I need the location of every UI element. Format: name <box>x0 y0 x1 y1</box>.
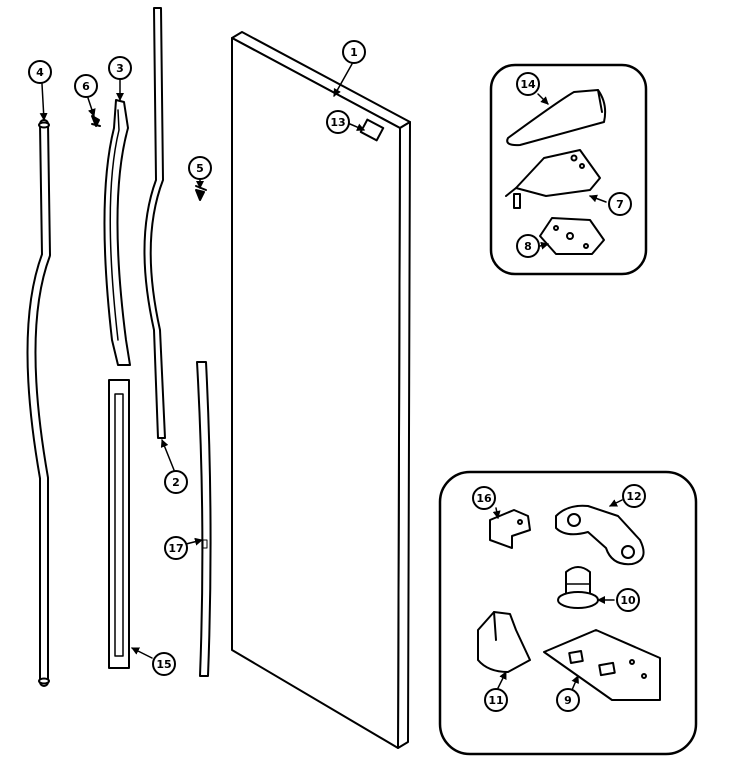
bottom-bracket-plate <box>543 629 661 701</box>
callout-circle <box>164 536 188 560</box>
callout-16: 16 <box>472 486 496 510</box>
plug <box>195 185 207 201</box>
callout-circle <box>484 688 508 712</box>
callout-label: 14 <box>520 78 536 91</box>
callout-circle <box>188 156 212 180</box>
callout-label: 10 <box>620 594 636 607</box>
handle-bar <box>26 119 51 687</box>
upper-hinge <box>505 149 601 209</box>
callout-3: 3 <box>108 56 132 80</box>
callout-circle <box>108 56 132 80</box>
callout-13: 13 <box>326 110 350 134</box>
callout-circle <box>616 588 640 612</box>
hinge-kit-bottom <box>438 470 698 756</box>
callout-label: 9 <box>564 694 572 707</box>
handle-cap <box>103 99 131 366</box>
callout-label: 8 <box>524 240 532 253</box>
roller <box>557 566 599 609</box>
callout-circle <box>516 72 540 96</box>
callout-2: 2 <box>164 470 188 494</box>
callout-circle <box>74 74 98 98</box>
callout-circle <box>342 40 366 64</box>
callout-circle <box>622 484 646 508</box>
callout-circle <box>516 234 540 258</box>
callout-8: 8 <box>516 234 540 258</box>
callout-label: 17 <box>168 542 183 555</box>
bottom-hinge <box>555 504 645 566</box>
callout-circle <box>164 470 188 494</box>
callout-4: 4 <box>28 60 52 84</box>
callout-10: 10 <box>616 588 640 612</box>
callout-label: 7 <box>616 198 624 211</box>
small-bracket <box>489 509 531 549</box>
trim-strip <box>143 7 166 439</box>
callout-15: 15 <box>152 652 176 676</box>
callout-17: 17 <box>164 536 188 560</box>
callout-11: 11 <box>484 688 508 712</box>
callout-circle <box>556 688 580 712</box>
channel <box>108 379 130 669</box>
callout-label: 15 <box>156 658 171 671</box>
clip <box>477 611 531 673</box>
thin-trim <box>196 361 212 677</box>
callout-label: 3 <box>116 62 124 75</box>
callout-label: 6 <box>82 80 90 93</box>
door-panel <box>231 31 411 749</box>
callout-label: 12 <box>626 490 641 503</box>
callout-label: 2 <box>172 476 180 489</box>
callout-circle <box>472 486 496 510</box>
callout-7: 7 <box>608 192 632 216</box>
hinge-kit-top <box>489 63 648 276</box>
hinge-shim <box>539 217 605 255</box>
callout-circle <box>152 652 176 676</box>
screw <box>91 115 101 127</box>
callout-14: 14 <box>516 72 540 96</box>
callout-label: 4 <box>36 66 44 79</box>
callout-12: 12 <box>622 484 646 508</box>
callout-label: 16 <box>476 492 492 505</box>
callout-9: 9 <box>556 688 580 712</box>
callout-label: 13 <box>330 116 345 129</box>
callout-5: 5 <box>188 156 212 180</box>
callout-1: 1 <box>342 40 366 64</box>
callout-circle <box>28 60 52 84</box>
callout-circle <box>326 110 350 134</box>
callout-label: 1 <box>350 46 358 59</box>
hinge-cover <box>506 89 607 147</box>
callout-circle <box>608 192 632 216</box>
callout-6: 6 <box>74 74 98 98</box>
callout-label: 5 <box>196 162 204 175</box>
callout-label: 11 <box>488 694 503 707</box>
